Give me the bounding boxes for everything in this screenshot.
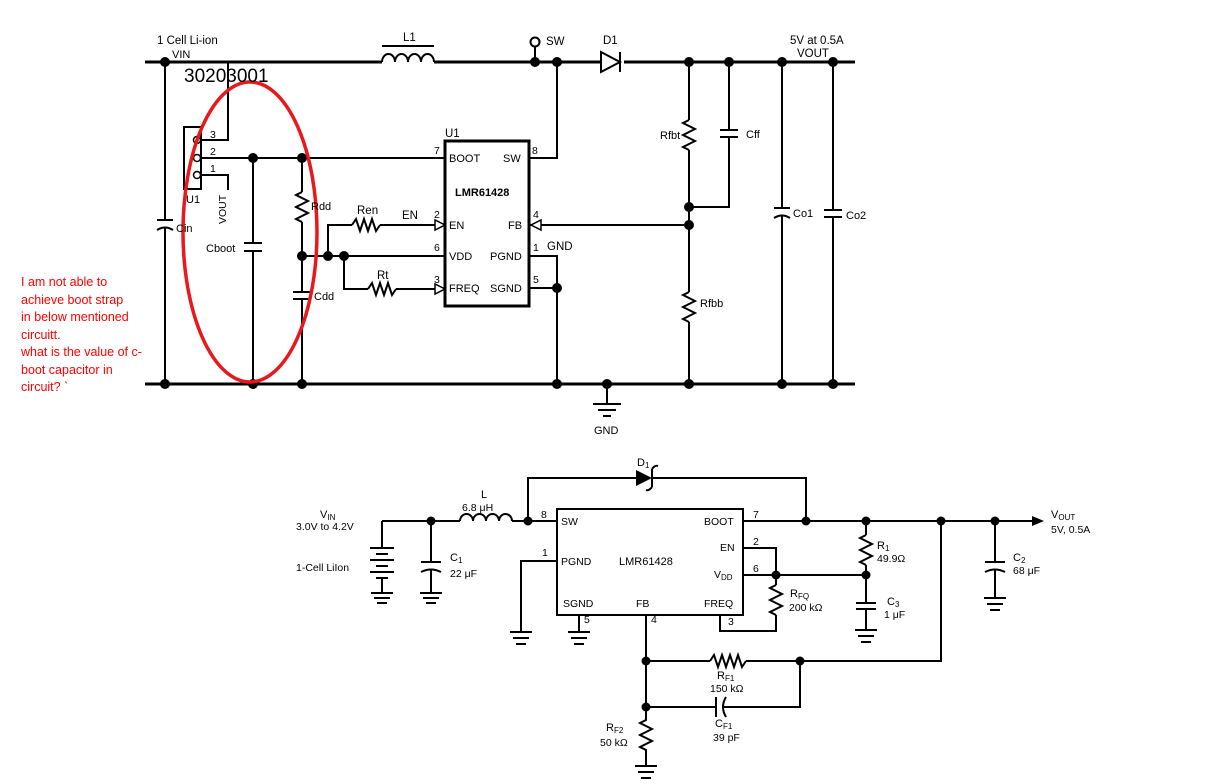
rf1-value: 150 kΩ — [710, 683, 744, 695]
annotation-line: I am not able to — [21, 275, 108, 289]
question-annotation: I am not able to achieve boot strap in b… — [21, 274, 161, 397]
cboot-label: Cboot — [206, 243, 235, 255]
connector-vout-label: VOUT — [217, 194, 229, 224]
gnd-symbol-label: GND — [594, 425, 619, 437]
pin-boot-num: 7 — [753, 509, 759, 521]
r1-label: R1 — [877, 540, 890, 553]
c1-label: C1 — [450, 552, 463, 565]
pin-freq: FREQ — [449, 283, 480, 295]
rdd-label: Rdd — [311, 201, 331, 213]
pin-vdd: VDD — [714, 569, 733, 582]
inductor-value: 6.8 μH — [462, 502, 493, 514]
cdd-label: Cdd — [314, 291, 334, 303]
diode-label: D1 — [637, 457, 650, 470]
connector-label: U1 — [186, 194, 200, 206]
pin-pgnd-num: 1 — [533, 242, 539, 254]
battery-label: 1-Cell LiIon — [296, 562, 349, 574]
pin-sw: SW — [503, 153, 521, 165]
pin-sw-num: 8 — [532, 145, 538, 157]
pin-sgnd-num: 5 — [533, 274, 539, 286]
annotation-line: in below mentioned — [21, 310, 129, 324]
annotation-line: achieve boot strap — [21, 292, 124, 307]
vout-label: VOUT — [1051, 509, 1075, 522]
vout-label: VOUT — [797, 48, 829, 60]
annotation-line: circuitt. — [21, 327, 61, 342]
annotation-line: circuit? ` — [21, 380, 69, 394]
c3-value: 1 μF — [884, 609, 905, 621]
connector-pin-3: 3 — [210, 129, 216, 141]
pin-boot: BOOT — [449, 153, 480, 165]
rf1-label: RF1 — [717, 670, 735, 683]
pin-en: EN — [720, 542, 735, 554]
top-schematic: 1 Cell Li-ion VIN 30203001 L1 SW D1 5V a… — [145, 32, 866, 437]
pin-freq: FREQ — [704, 598, 733, 610]
pin-sw-num: 8 — [541, 509, 547, 521]
sw-node-label: SW — [546, 36, 565, 48]
pin-fb: FB — [508, 220, 522, 232]
rfbb-label: Rfbb — [700, 298, 723, 310]
pin-fb: FB — [636, 598, 649, 610]
ren-label: Ren — [357, 205, 378, 217]
connector-pin-1: 1 — [210, 163, 216, 175]
annotation-line: what is the value of c- — [21, 345, 142, 359]
input-title: 1 Cell Li-ion — [157, 35, 218, 47]
rf2-label: RF2 — [606, 722, 624, 735]
rt-label: Rt — [377, 270, 389, 282]
pin-vdd-num: 6 — [753, 563, 759, 575]
rfq-label: RFQ — [790, 588, 809, 601]
ic-ref-label: U1 — [445, 128, 460, 140]
gnd-net-label: GND — [547, 241, 573, 253]
c2-label: C2 — [1013, 552, 1026, 565]
pin-boot-num: 7 — [434, 145, 440, 157]
highlight-ellipse — [181, 80, 319, 384]
output-title: 5V at 0.5A — [790, 35, 844, 47]
pin-boot: BOOT — [704, 516, 734, 528]
rf2-value: 50 kΩ — [600, 737, 628, 749]
pin-sw: SW — [561, 516, 578, 528]
diode-label: D1 — [603, 35, 618, 47]
connector-pin-2: 2 — [210, 146, 216, 158]
pin-freq-num: 3 — [728, 616, 734, 628]
vout-spec: 5V, 0.5A — [1051, 524, 1090, 536]
cff-label: Cff — [746, 129, 761, 141]
pin-fb-num: 4 — [651, 614, 657, 626]
pin-pgnd: PGND — [561, 556, 592, 568]
vin-label: VIN — [172, 49, 190, 61]
pin-vdd-num: 6 — [434, 242, 440, 254]
watermark-number: 30203001 — [184, 66, 269, 87]
vin-range: 3.0V to 4.2V — [296, 521, 354, 533]
pin-sgnd: SGND — [563, 598, 594, 610]
cin-label: Cin — [176, 223, 193, 235]
c2-value: 68 μF — [1013, 565, 1040, 577]
vin-label: VIN — [320, 509, 336, 522]
c3-label: C3 — [887, 596, 900, 609]
pin-vdd: VDD — [449, 251, 472, 263]
annotation-line: boot capacitor in — [21, 362, 113, 377]
rfbt-label: Rfbt — [660, 130, 680, 142]
co1-label: Co1 — [793, 208, 813, 220]
rfq-value: 200 kΩ — [789, 602, 823, 614]
pin-en-num: 2 — [434, 209, 440, 221]
pin-en-num: 2 — [753, 536, 759, 548]
pin-fb-num: 4 — [533, 209, 539, 221]
pin-sgnd-num: 5 — [584, 614, 590, 626]
ic-name: LMR61428 — [455, 187, 509, 199]
inductor-label: L1 — [403, 32, 416, 44]
co2-label: Co2 — [846, 210, 866, 222]
en-net-label: EN — [402, 210, 418, 222]
inductor-label: L — [481, 489, 487, 501]
r1-value: 49.9Ω — [877, 553, 905, 565]
bottom-schematic: VIN 3.0V to 4.2V 1-Cell LiIon C1 22 μF L… — [296, 457, 1090, 779]
pin-pgnd: PGND — [490, 251, 522, 263]
pin-pgnd-num: 1 — [542, 547, 548, 559]
cf1-label: CF1 — [715, 718, 733, 731]
pin-freq-num: 3 — [434, 274, 440, 286]
c1-value: 22 μF — [450, 568, 477, 580]
cf1-value: 39 pF — [713, 732, 740, 744]
ic-name: LMR61428 — [619, 556, 673, 568]
pin-en: EN — [449, 220, 464, 232]
pin-sgnd: SGND — [490, 283, 522, 295]
